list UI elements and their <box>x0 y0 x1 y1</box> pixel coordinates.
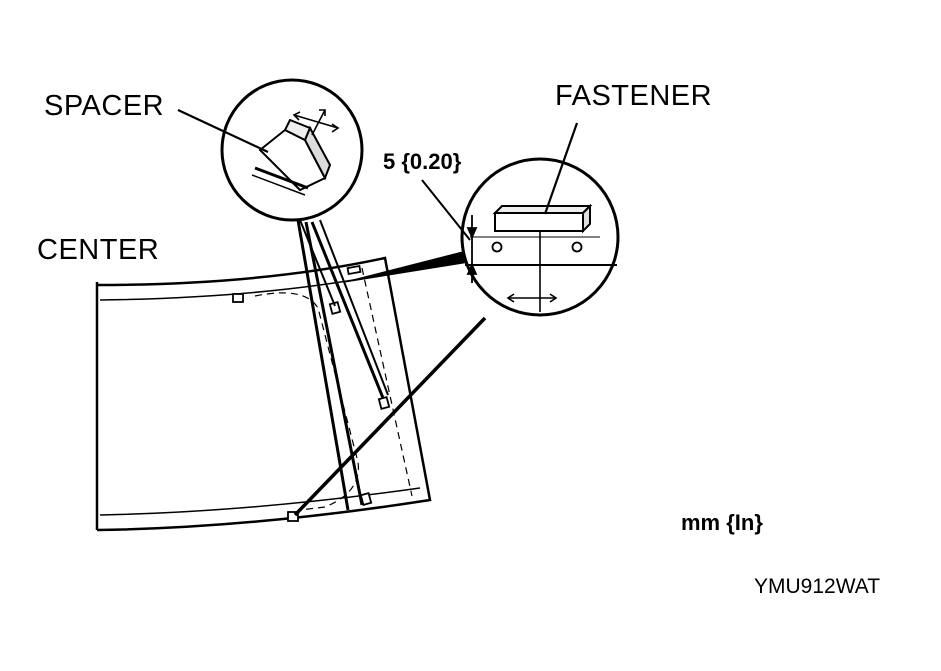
fastener-clip-hole-right <box>571 241 583 253</box>
spacer-leader-d <box>319 219 389 396</box>
dimension-label-leader <box>421 179 471 241</box>
spacer-detail <box>220 78 364 222</box>
fastener-point-top <box>346 264 362 276</box>
windshield-lower-inner-edge <box>99 487 421 516</box>
fastener-point-bottom <box>287 511 299 522</box>
spacer-label-leader <box>177 109 269 153</box>
spacer-leader-b <box>304 221 364 506</box>
fastener-slide-arrow-icon <box>506 293 558 303</box>
spacer-adjust-arrows-icon <box>292 109 340 136</box>
spacer-point-mid-side <box>377 396 391 410</box>
fastener-clip-hole-left <box>491 241 503 253</box>
fastener-leader-lower <box>293 316 487 517</box>
figure-code-label: YMU912WAT <box>754 575 881 598</box>
spacer-part-icon <box>251 118 332 196</box>
fastener-label-leader <box>543 122 579 215</box>
spacer-leader-c <box>310 221 385 399</box>
ceramic-boundary-line <box>254 292 359 511</box>
windshield-outline <box>96 256 432 532</box>
fastener-detail <box>460 157 620 317</box>
fastener-gap-dimension-arrow-icon <box>466 215 478 283</box>
windshield-glass <box>95 256 432 532</box>
fastener-label: FASTENER <box>555 80 713 112</box>
fastener-part-icon <box>492 203 593 234</box>
side-molding-line <box>361 267 413 497</box>
unit-label: mm {In} <box>681 510 763 535</box>
spacer-leader-e <box>299 219 336 307</box>
spacer-leader-a <box>296 219 350 511</box>
center-label: CENTER <box>37 234 160 266</box>
spacer-point-top <box>232 293 244 303</box>
spacer-label: SPACER <box>44 90 165 122</box>
detail-leader-lines <box>293 219 487 517</box>
glass-attachment-points <box>232 264 391 522</box>
dimension-label: 5 {0.20} <box>383 149 462 174</box>
fastener-leader-upper <box>344 249 471 283</box>
